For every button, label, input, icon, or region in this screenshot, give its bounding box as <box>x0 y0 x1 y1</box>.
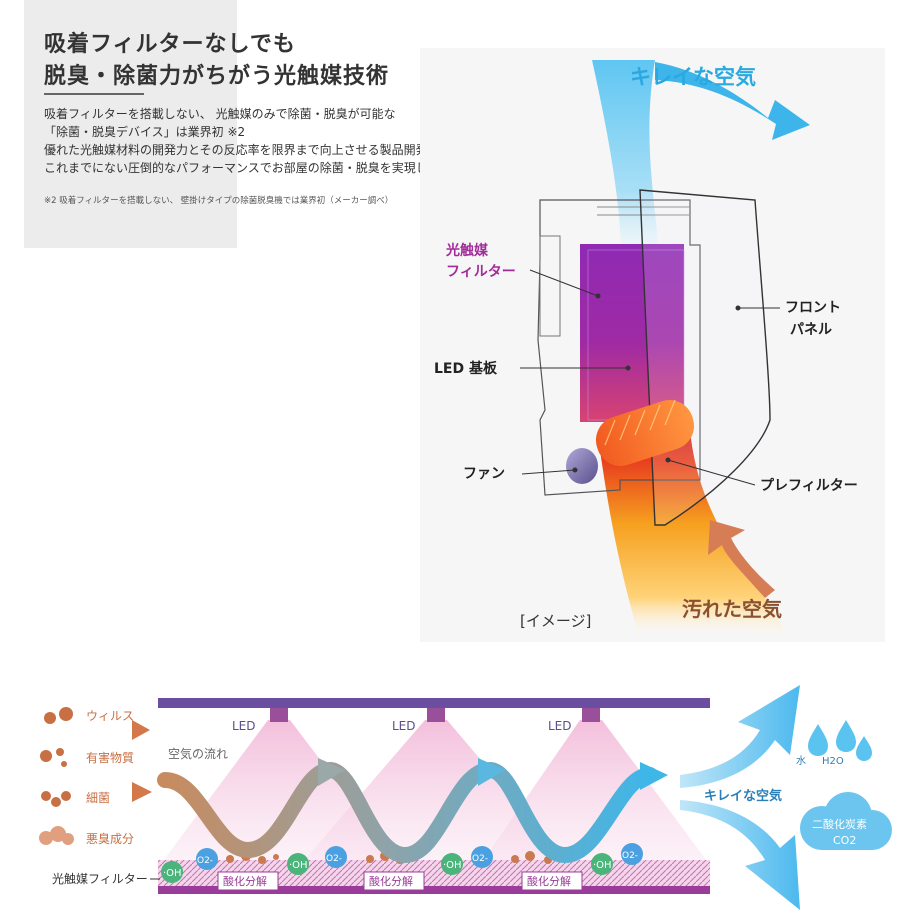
radical-group: ·OH O2- ·OH O2- ·OH O2- ·OH O2- <box>161 843 643 883</box>
bacteria-icon <box>51 797 61 807</box>
leader-fan <box>521 469 576 475</box>
filter-label-line2: フィルター <box>446 264 516 280</box>
decomposition-badge <box>217 871 279 891</box>
clean-output-arrow-up <box>680 685 800 788</box>
fan-blades <box>604 399 676 446</box>
title-underline <box>44 93 144 95</box>
water-label: 水 <box>796 755 806 767</box>
page-title-line2: 脱臭・除菌力がちがう光触媒技術 <box>44 64 390 89</box>
oh-radical-label: ·OH <box>289 860 308 871</box>
mechanism-diagram: LED LED LED ウィルス 有害物質 細菌 悪臭成分 空気の流れ 光触媒フ… <box>39 685 892 910</box>
description-text: 吸着フィルターを搭載しない、 光触媒のみで除菌・脱臭が可能な 「除菌・脱臭デバイ… <box>44 105 487 177</box>
water-drop-icon <box>856 736 872 761</box>
odor-icon <box>62 833 74 845</box>
description-line: これまでにない圧倒的なパフォーマンスでお部屋の除菌・脱臭を実現します。 <box>44 161 463 175</box>
bacteria-icon <box>41 791 51 801</box>
page-title-line1: 吸着フィルターなしでも <box>44 32 296 57</box>
led-rail <box>158 698 710 708</box>
o2-radical-label: O2- <box>197 856 213 866</box>
device-inner-line <box>597 206 690 216</box>
clean-air-label: キレイな空気 <box>630 65 756 89</box>
co2-cloud-icon <box>800 792 892 850</box>
water-drop-icon <box>808 724 828 756</box>
o2-radical-label: O2- <box>472 854 488 864</box>
led-emitter <box>582 708 600 722</box>
description-line: 優れた光触媒材料の開発力とその反応率を限界まで向上させる製品開発力により、 <box>44 143 487 157</box>
airflow-wave <box>157 761 658 864</box>
co2-name: 二酸化炭素 <box>812 817 867 831</box>
dirty-air-stream <box>600 430 790 640</box>
water-formula: H2O <box>822 756 844 767</box>
front-panel-label-line1: フロント <box>785 300 841 316</box>
clean-output-arrow-down <box>680 800 800 910</box>
o2-radical-label: O2- <box>622 851 638 861</box>
clean-air-output-label: キレイな空気 <box>704 788 782 804</box>
led-emitter <box>270 708 288 722</box>
dirty-air-arrow <box>708 520 775 598</box>
flow-arrowhead <box>640 762 668 790</box>
virus-icon <box>44 712 56 724</box>
decomposition-label: 酸化分解 <box>223 874 267 888</box>
led-label: LED <box>548 719 572 733</box>
odor-icon <box>39 831 53 845</box>
front-panel-label-line2: パネル <box>790 322 832 338</box>
filter-label: 光触媒フィルター <box>52 872 148 886</box>
leader-prefilter <box>667 459 756 486</box>
decomposition-label: 酸化分解 <box>369 874 413 888</box>
bacteria-icon <box>61 791 71 801</box>
footnote: ※2 吸着フィルターを搭載しない、 壁掛けタイプの除菌脱臭機では業界初（メーカー… <box>44 196 394 206</box>
flow-arrowhead <box>318 758 345 786</box>
device-diagram: キレイな空気 光触媒 フィルター フロント パネル LED 基板 ファン プレフ… <box>434 60 858 640</box>
clean-air-stream <box>592 60 660 280</box>
decomposition-badge <box>363 871 425 891</box>
virus-icon <box>59 707 73 721</box>
o2-radical-label: O2- <box>326 854 342 864</box>
led-label: LED <box>392 719 416 733</box>
incoming-pollutant-arrow <box>132 720 150 740</box>
leader-filter <box>529 269 599 297</box>
oh-radical-label: ·OH <box>593 860 612 871</box>
flow-arrowhead <box>478 758 505 786</box>
pollutant-virus: ウィルス <box>86 709 134 723</box>
oh-radical-label: ·OH <box>443 860 462 871</box>
harmful-substance-icon <box>61 761 67 767</box>
fan-rotor <box>595 400 695 466</box>
harmful-substance-icon <box>56 748 64 756</box>
airflow-label: 空気の流れ <box>168 746 228 761</box>
pollutant-odor: 悪臭成分 <box>86 831 134 846</box>
filter-label-line1: 光触媒 <box>445 242 489 259</box>
hero-background <box>24 0 237 248</box>
dirty-air-label: 汚れた空気 <box>682 597 782 621</box>
device-body-outline <box>537 199 701 496</box>
description-line: 吸着フィルターを搭載しない、 光触媒のみで除菌・脱臭が可能な <box>44 107 396 121</box>
led-label: LED <box>232 719 256 733</box>
harmful-substance-icon <box>40 750 52 762</box>
water-drop-icon <box>836 720 856 752</box>
clean-air-arrow <box>655 62 810 140</box>
pollutant-harmful: 有害物質 <box>86 750 134 765</box>
image-note: [イメージ] <box>520 612 591 630</box>
led-emitter <box>427 708 445 722</box>
incoming-pollutant-arrow <box>132 782 152 802</box>
co2-formula: CO2 <box>833 834 856 847</box>
oh-radical-label: ·OH <box>163 868 182 879</box>
decomposition-label: 酸化分解 <box>527 874 571 888</box>
filter-bar-base <box>158 886 710 894</box>
odor-icon <box>50 826 66 842</box>
fan-motor <box>566 448 598 484</box>
photocatalyst-filter <box>580 244 684 422</box>
description-line: 「除菌・脱臭デバイス」は業界初 ※2 <box>44 125 246 139</box>
decomposition-badge <box>521 871 583 891</box>
device-side-grille <box>539 235 561 337</box>
prefilter-label: プレフィルター <box>760 478 858 494</box>
fan-label: ファン <box>463 466 505 482</box>
led-board-label: LED 基板 <box>434 360 498 377</box>
pollutant-bacteria: 細菌 <box>86 791 110 805</box>
